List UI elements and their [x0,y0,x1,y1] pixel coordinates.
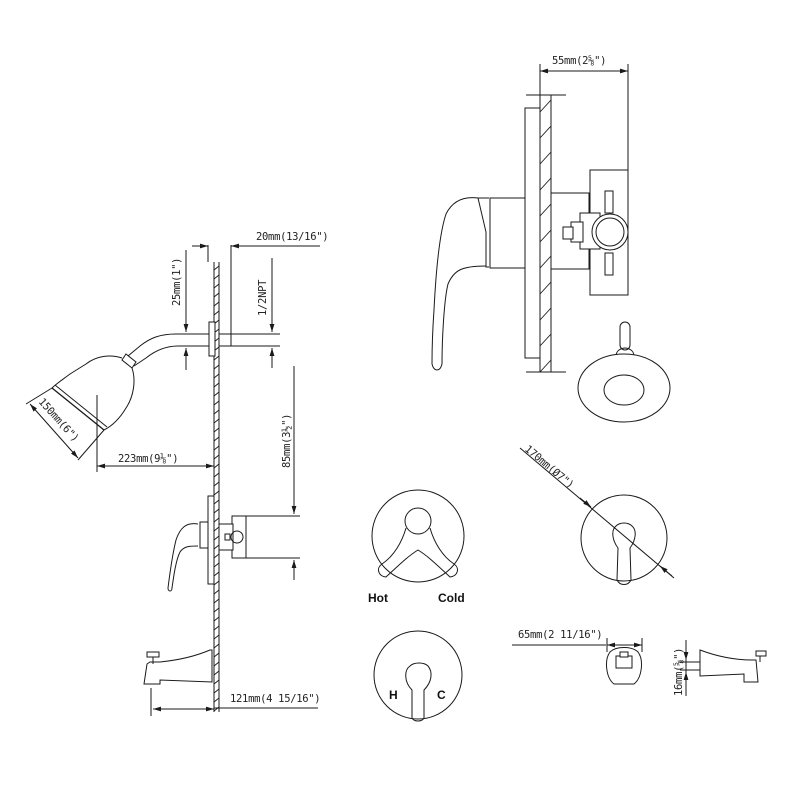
shower-arm [127,321,232,367]
shower-head-front [577,321,671,423]
trim-plate-dimensioned: 170mm(Ø7") [519,443,675,585]
cold-label: Cold [438,591,465,605]
dim-thread: 1/2NPT [231,258,280,368]
shower-head-side [51,353,137,431]
plate-diameter-label: 170mm(Ø7") [522,443,576,491]
head-diameter-label: 150mm(6") [36,396,81,444]
valve-side-small [167,495,247,592]
single-handle-trim: H C [373,630,463,722]
arm-reach-label: 223mm(9⅛") [118,453,178,465]
dim-arm-offset: 20mm(13/16") [192,231,329,334]
valve-height-label: 85mm(3½") [281,414,293,468]
tub-spout-side-left [143,649,213,685]
cross-handle-trim: Hot Cold [368,489,465,605]
tub-spout-front: 65mm(2 11/16") [512,629,643,685]
arm-height-label: 25mm(1") [171,258,183,306]
spout-reach-label: 121mm(4 15/16") [230,693,320,705]
tub-spout-side-right: 16mm(⅝") [673,640,767,696]
dim-arm-reach: 223mm(9⅛") [96,395,214,472]
hot-label: Hot [368,591,388,605]
dim-valve-height: 85mm(3½") [246,366,300,580]
arm-offset-label: 20mm(13/16") [256,231,328,243]
thread-label: 1/2NPT [257,279,269,316]
spout-inlet-label: 16mm(⅝") [673,648,685,696]
spout-width-label: 65mm(2 11/16") [518,629,602,641]
dim-arm-height: 25mm(1") [171,250,209,370]
top-depth-label: 55mm(2⅝") [552,55,606,67]
h-label: H [389,688,398,702]
side-elevation-view: 150mm(6") 223mm(9⅛") 25mm(1") 20mm(13/16… [25,231,329,716]
dim-spout-reach: 121mm(4 15/16") [150,688,321,716]
valve-section-view: 55mm(2⅝") [431,55,629,373]
c-label: C [437,688,446,702]
